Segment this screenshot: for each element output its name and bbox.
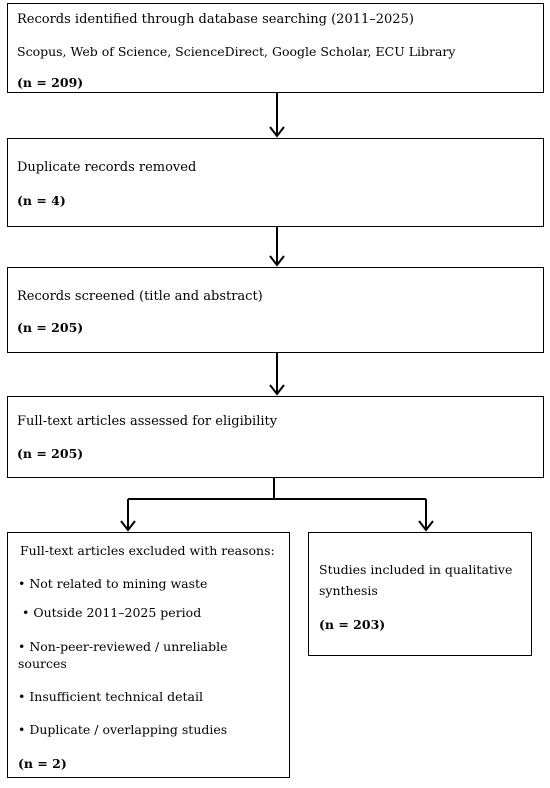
excluded-reason-item: • Non-peer-reviewed / unreliable sources — [18, 639, 228, 671]
identification-title: Records identified through database sear… — [17, 12, 414, 27]
arrowhead-excluded — [120, 520, 136, 532]
eligibility-count: (n = 205) — [17, 446, 84, 461]
excluded-reason-item: • Insufficient technical detail — [18, 689, 203, 704]
duplicates-count: (n = 4) — [17, 193, 66, 208]
eligibility-box: Full-text articles assessed for eligibil… — [7, 396, 544, 478]
arrowhead-box3 — [269, 255, 285, 267]
arrowhead-included — [418, 520, 434, 532]
duplicates-title: Duplicate records removed — [17, 160, 197, 175]
excluded-count: (n = 2) — [18, 756, 67, 771]
excluded-box: Full-text articles excluded with reasons… — [7, 532, 290, 778]
screening-box: Records screened (title and abstract) (n… — [7, 267, 544, 353]
excluded-reason-item: • Not related to mining waste — [18, 576, 208, 591]
arrowhead-box4 — [269, 384, 285, 396]
identification-box: Records identified through database sear… — [7, 3, 544, 93]
eligibility-title: Full-text articles assessed for eligibil… — [17, 414, 278, 429]
duplicates-box: Duplicate records removed (n = 4) — [7, 138, 544, 227]
screening-count: (n = 205) — [17, 320, 84, 335]
included-box: Studies included in qualitative synthesi… — [308, 532, 532, 656]
identification-count: (n = 209) — [17, 75, 84, 90]
excluded-reason-item: • Outside 2011–2025 period — [22, 605, 202, 620]
screening-title: Records screened (title and abstract) — [17, 289, 263, 304]
included-count: (n = 203) — [319, 617, 386, 632]
excluded-title: Full-text articles excluded with reasons… — [20, 543, 275, 558]
identification-sources: Scopus, Web of Science, ScienceDirect, G… — [17, 44, 456, 59]
included-title: Studies included in qualitative synthesi… — [319, 562, 513, 598]
arrowhead-box2 — [269, 126, 285, 138]
excluded-reason-item: • Duplicate / overlapping studies — [18, 722, 228, 737]
